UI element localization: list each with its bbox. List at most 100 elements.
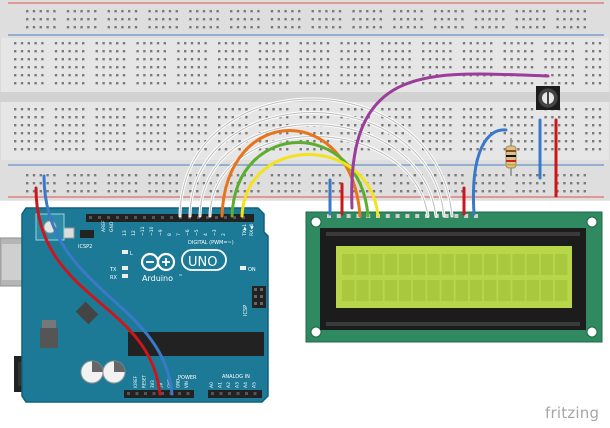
- breadboard-hole: [422, 108, 425, 111]
- breadboard-hole: [156, 108, 160, 111]
- breadboard-hole: [367, 82, 370, 85]
- breadboard-hole: [598, 58, 602, 61]
- breadboard-hole: [238, 140, 241, 143]
- breadboard-hole: [41, 74, 44, 77]
- breadboard-hole: [340, 108, 343, 111]
- arduino-logo: Arduino ™ UNO: [140, 249, 227, 283]
- breadboard-hole: [503, 108, 506, 111]
- breadboard-hole: [265, 50, 268, 53]
- breadboard-hole: [163, 124, 166, 127]
- breadboard-hole: [394, 124, 398, 127]
- breadboard-hole: [354, 58, 357, 61]
- breadboard-hole: [585, 124, 588, 127]
- breadboard-hole: [388, 140, 391, 143]
- breadboard-hole: [286, 74, 289, 77]
- breadboard-hole: [245, 82, 248, 85]
- breadboard-hole: [218, 50, 221, 53]
- icsp2-label: ICSP2: [78, 244, 92, 250]
- breadboard-hole: [277, 174, 280, 177]
- breadboard-hole: [311, 18, 314, 21]
- breadboard-hole: [544, 132, 547, 135]
- breadboard-hole: [408, 108, 411, 111]
- breadboard-hole: [435, 116, 438, 119]
- breadboard-hole: [53, 174, 56, 177]
- breadboard-hole: [524, 116, 527, 119]
- breadboard-hole: [400, 10, 403, 13]
- breadboard-hole: [162, 18, 165, 21]
- breadboard-hole: [41, 148, 44, 151]
- breadboard-hole: [286, 42, 289, 45]
- breadboard-hole: [544, 50, 547, 53]
- lcd-cell: [455, 254, 468, 275]
- breadboard-hole: [175, 174, 178, 177]
- breadboard-hole: [34, 58, 37, 61]
- breadboard-hole: [265, 116, 268, 119]
- breadboard-hole: [381, 108, 384, 111]
- breadboard-hole: [121, 18, 124, 21]
- breadboard-hole: [325, 174, 328, 177]
- breadboard-hole: [449, 42, 452, 45]
- breadboard-hole: [517, 42, 520, 45]
- breadboard-hole: [94, 174, 97, 177]
- breadboard-hole: [148, 182, 151, 185]
- lcd-cell: [498, 254, 511, 275]
- breadboard-hole: [122, 50, 126, 53]
- breadboard-hole: [367, 66, 370, 69]
- breadboard-hole: [299, 74, 302, 77]
- digital-pin: [233, 216, 236, 219]
- breadboard-hole: [347, 82, 350, 85]
- breadboard-hole: [73, 26, 76, 29]
- breadboard-hole: [469, 132, 472, 135]
- breadboard-hole: [524, 140, 527, 143]
- icsp-label: ICSP: [243, 305, 249, 316]
- breadboard-hole: [563, 18, 566, 21]
- breadboard-hole: [502, 10, 505, 13]
- breadboard-hole: [286, 116, 289, 119]
- breadboard-hole: [61, 82, 64, 85]
- breadboard-hole: [338, 182, 342, 185]
- breadboard-hole: [82, 116, 85, 119]
- breadboard-hole: [359, 26, 362, 29]
- breadboard-hole: [311, 10, 314, 13]
- breadboard-hole: [284, 18, 287, 21]
- breadboard-hole: [360, 66, 364, 69]
- breadboard-hole: [68, 124, 71, 127]
- breadboard-hole: [202, 182, 206, 185]
- breadboard-hole: [209, 10, 212, 13]
- breadboard-hole: [190, 116, 194, 119]
- breadboard-hole: [551, 148, 554, 151]
- breadboard-hole: [524, 50, 527, 53]
- breadboard-hole: [524, 132, 527, 135]
- breadboard-hole: [483, 66, 486, 69]
- lcd-cell: [540, 280, 554, 301]
- breadboard-hole: [583, 174, 586, 177]
- breadboard-hole: [143, 58, 146, 61]
- breadboard-hole: [27, 148, 30, 151]
- breadboard-hole: [408, 50, 411, 53]
- arduino-brand-text: Arduino: [142, 274, 173, 283]
- breadboard-hole: [325, 18, 328, 21]
- breadboard-hole: [197, 140, 200, 143]
- breadboard-hole: [481, 182, 484, 185]
- breadboard-hole: [61, 74, 64, 77]
- breadboard-hole: [184, 124, 187, 127]
- lcd-cell: [555, 280, 568, 301]
- breadboard-hole: [116, 116, 119, 119]
- breadboard-hole: [250, 174, 253, 177]
- breadboard-hole: [490, 148, 493, 151]
- breadboard-hole: [585, 58, 588, 61]
- breadboard-hole: [449, 132, 452, 135]
- breadboard-hole: [564, 74, 568, 77]
- breadboard-hole: [26, 10, 29, 13]
- power-pin: [144, 392, 147, 395]
- lcd-cell: [342, 254, 355, 275]
- breadboard-hole: [143, 124, 146, 127]
- breadboard-hole: [231, 82, 234, 85]
- breadboard-hole: [440, 182, 444, 185]
- breadboard-hole: [495, 174, 498, 177]
- breadboard-hole: [209, 18, 212, 21]
- breadboard-hole: [102, 140, 105, 143]
- breadboard-hole: [515, 26, 518, 29]
- breadboard-hole: [454, 190, 457, 193]
- breadboard-hole: [406, 18, 410, 21]
